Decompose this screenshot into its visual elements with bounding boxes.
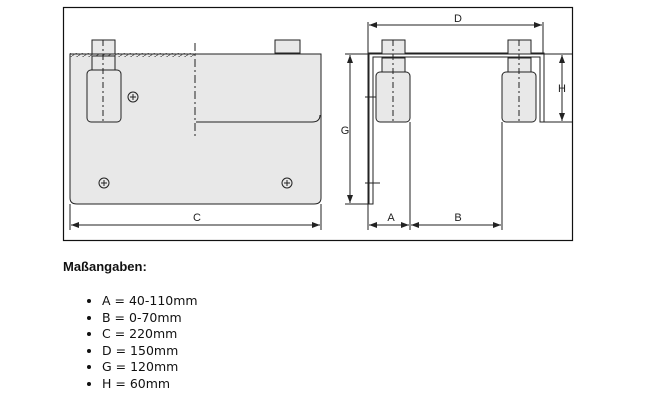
spec-item-g: G = 120mm [102, 359, 198, 376]
drawing-frame [62, 6, 574, 242]
dimension-label-h: H [558, 83, 566, 95]
specs-heading: Maßangaben: [63, 259, 147, 274]
dimension-label-c: C [193, 212, 201, 224]
specs-list: A = 40-110mm B = 0-70mm C = 220mm D = 15… [72, 293, 198, 392]
dimension-label-b: B [454, 212, 461, 224]
spec-item-h: H = 60mm [102, 376, 198, 393]
nut [274, 39, 301, 54]
spec-item-a: A = 40-110mm [102, 293, 198, 310]
dimension-label-g: G [341, 125, 350, 137]
side-view [345, 22, 572, 230]
technical-drawing: C D G H A B [62, 6, 574, 242]
dimension-label-d: D [454, 13, 462, 25]
spec-item-b: B = 0-70mm [102, 310, 198, 327]
spec-item-d: D = 150mm [102, 343, 198, 360]
roller [86, 69, 122, 123]
spec-item-c: C = 220mm [102, 326, 198, 343]
dimension-label-a: A [387, 212, 395, 224]
front-view [69, 39, 322, 230]
